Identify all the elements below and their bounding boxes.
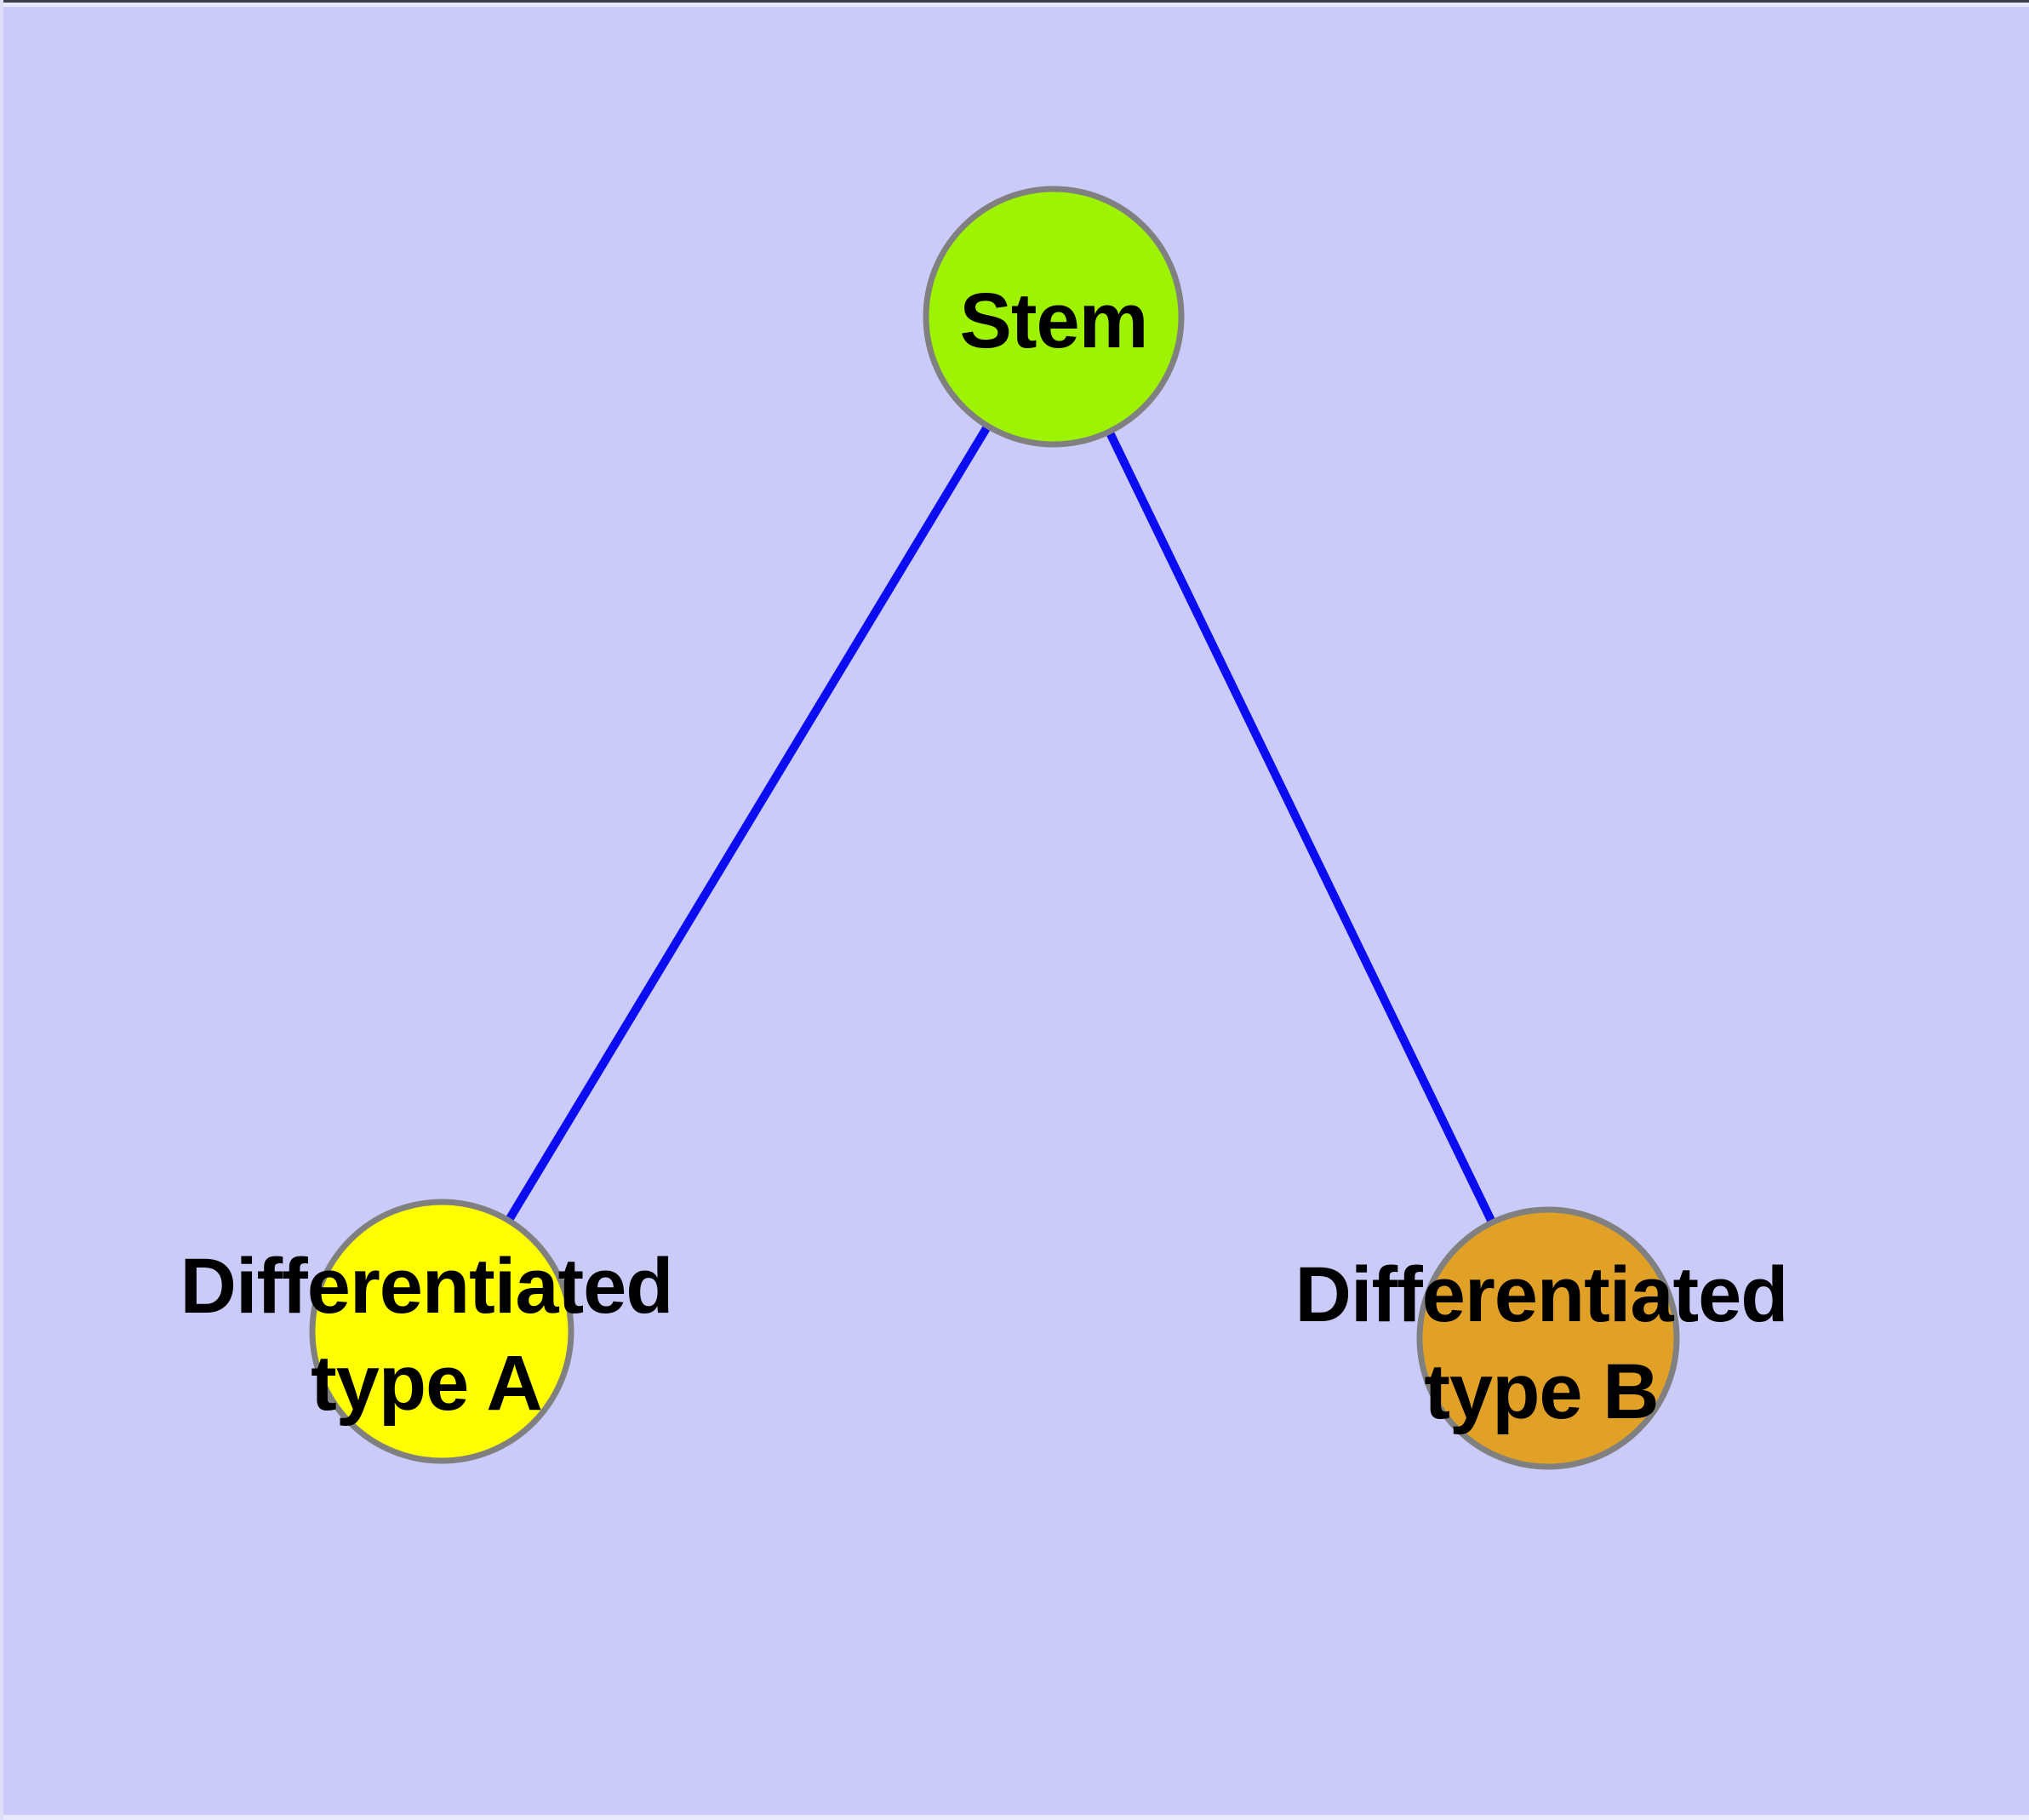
node-type-b-label-line2: type B [1424, 1348, 1659, 1435]
node-differentiated-type-a [309, 1199, 574, 1464]
node-differentiated-type-b [1416, 1206, 1680, 1470]
node-stem-label-line1: Stem [959, 278, 1149, 364]
node-type-a-label-line2: type A [311, 1340, 543, 1427]
node-type-b-label-line1: Differentiated [1295, 1251, 1789, 1338]
node-stem [923, 186, 1185, 448]
edge-stem-to-type-b [1049, 314, 1552, 1341]
node-stem-label: Stem [959, 272, 1149, 369]
edge-stem-to-type-a [437, 314, 1058, 1334]
node-type-b-label: Differentiated type B [1295, 1246, 1789, 1440]
node-type-a-label: Differentiated type A [180, 1238, 674, 1432]
node-type-a-label-line1: Differentiated [180, 1243, 674, 1330]
